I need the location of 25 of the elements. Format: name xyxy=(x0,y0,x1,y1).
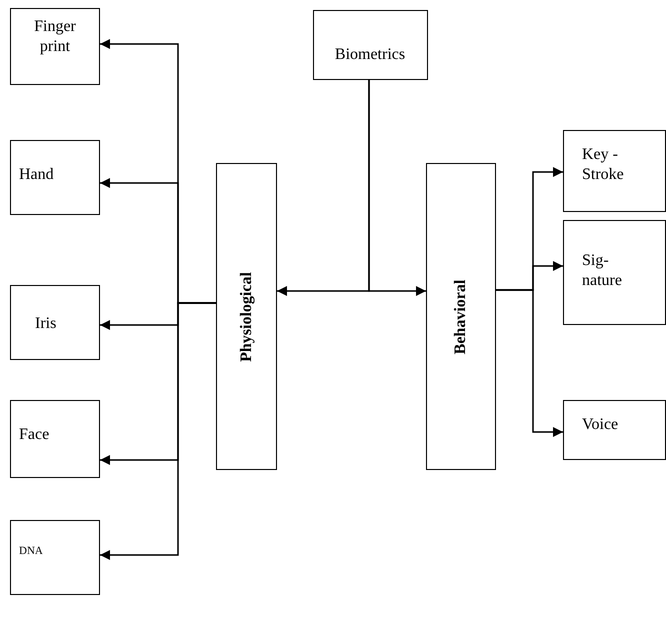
node-label: DNA xyxy=(19,544,44,559)
node-label: Biometrics xyxy=(334,45,406,65)
node-label: Voice xyxy=(582,415,620,435)
process-box xyxy=(563,400,666,460)
process-box xyxy=(563,220,666,325)
node-label: Face xyxy=(19,425,50,445)
process-box xyxy=(10,400,100,478)
node-label: Hand xyxy=(19,165,55,185)
category-box xyxy=(426,163,496,470)
process-box xyxy=(10,520,100,595)
process-box xyxy=(10,8,100,85)
node-label: Physiological xyxy=(236,272,256,362)
process-box xyxy=(10,140,100,215)
node-label: Key - Stroke xyxy=(582,145,625,185)
category-box xyxy=(216,163,277,470)
arrow xyxy=(368,80,426,296)
arrow xyxy=(496,289,563,437)
process-box xyxy=(10,285,100,360)
process-box xyxy=(563,130,666,212)
node-label: Iris xyxy=(35,314,58,334)
node-label: Finger print xyxy=(33,17,77,57)
arrow xyxy=(100,302,216,560)
process-box xyxy=(313,10,428,80)
node-label: Sig- nature xyxy=(582,251,623,291)
node-label: Behavioral xyxy=(451,279,470,354)
